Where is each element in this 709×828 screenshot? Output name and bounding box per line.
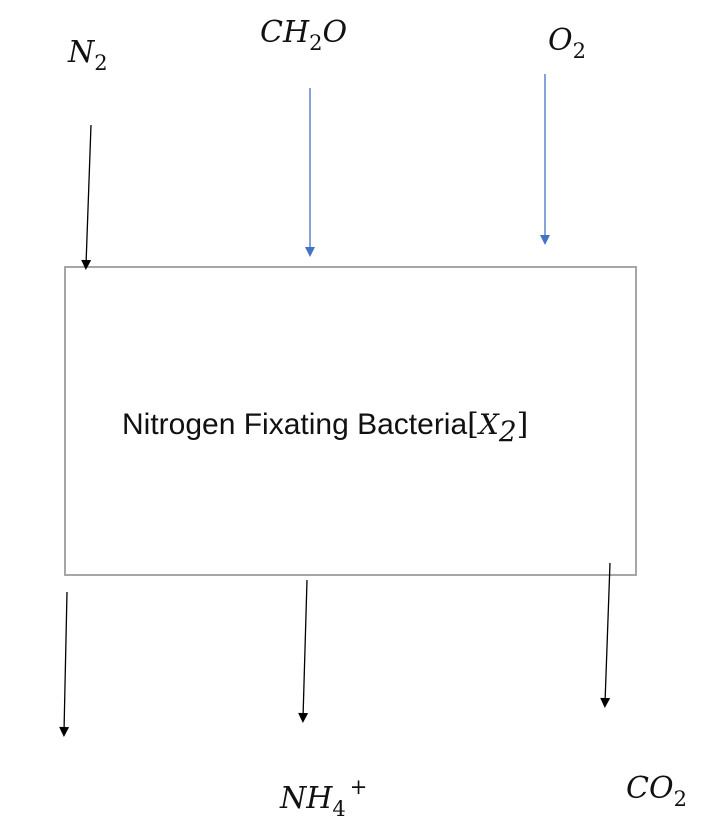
box-label-variable-subscript: 2: [498, 415, 517, 448]
n2-subscript: 2: [94, 51, 107, 75]
co2-base: CO: [626, 771, 674, 806]
box-label-text: Nitrogen Fixating Bacteria: [122, 408, 467, 441]
ch2o-subscript: 2: [309, 31, 322, 55]
arrow-nh4-out: [298, 579, 309, 723]
ch2o-base-b: O: [323, 15, 348, 50]
ch2o-base-a: CH: [260, 15, 310, 50]
arrow-n2-in: [81, 124, 92, 270]
arrow-co2-out: [600, 562, 611, 708]
input-label-n2: N2: [67, 35, 108, 75]
box-label: Nitrogen Fixating Bacteria[X2]: [122, 407, 528, 448]
nh4-base: NH: [279, 781, 333, 816]
box-label-close-bracket: ]: [517, 407, 529, 442]
box-label-variable: X: [477, 408, 500, 441]
arrow-left-out: [59, 591, 70, 737]
input-label-ch2o: CH2O: [260, 15, 347, 55]
o2-subscript: 2: [573, 39, 586, 63]
output-label-nh4: NH4+: [279, 775, 367, 821]
n2-base: N: [67, 35, 96, 70]
nh4-subscript: 4: [332, 797, 345, 821]
output-label-co2: CO2: [626, 771, 687, 811]
co2-subscript: 2: [674, 787, 687, 811]
o2-base: O: [548, 23, 573, 58]
input-label-o2: O2: [548, 23, 586, 63]
nh4-superscript: +: [350, 775, 368, 799]
box-label-open-bracket: [: [467, 407, 479, 442]
process-box: [64, 266, 637, 576]
